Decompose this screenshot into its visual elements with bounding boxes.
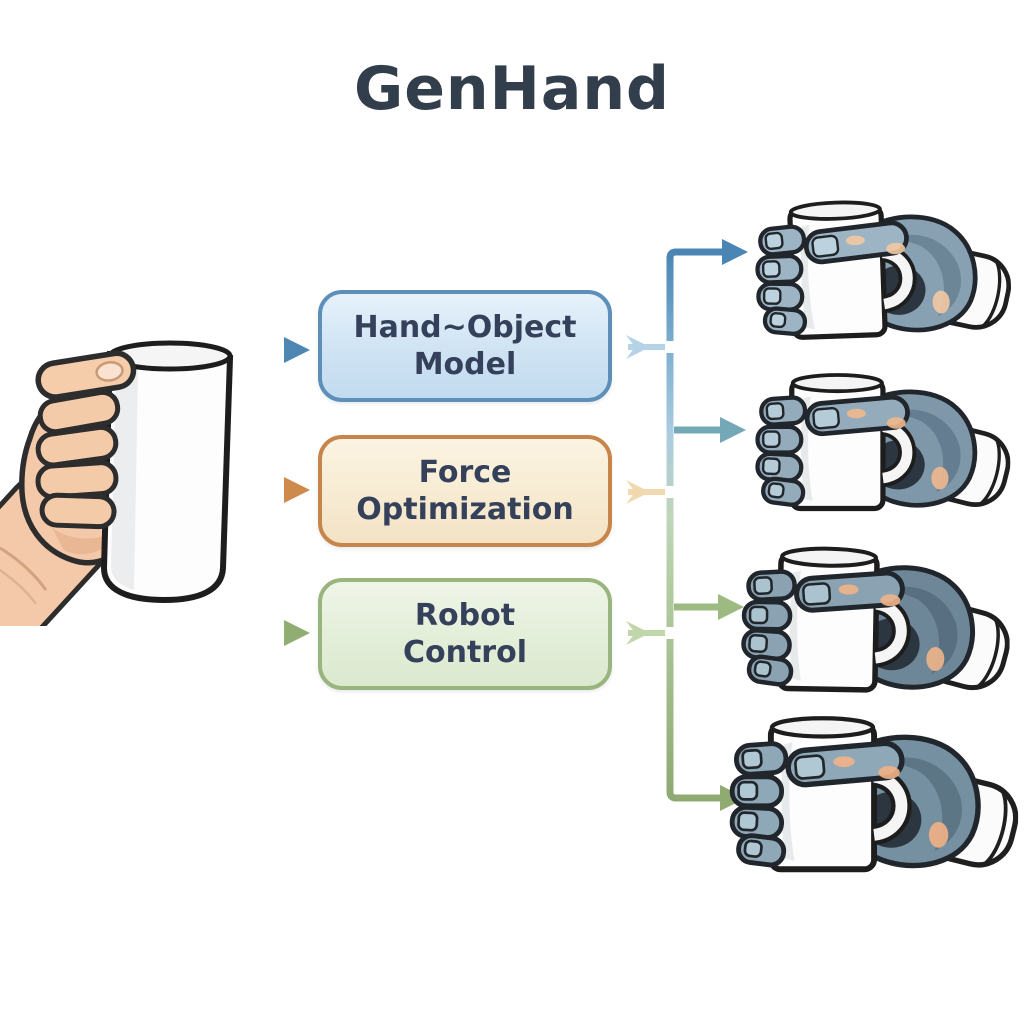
box-label-line: Model <box>413 347 517 382</box>
merge-arrow-green <box>626 621 665 645</box>
input-human-hand-mug <box>0 328 244 626</box>
box-label-line: Force <box>418 454 512 490</box>
box-label-line: Hand~Object <box>353 309 577 345</box>
output-grasp-3 <box>736 538 1015 703</box>
input-arrow-green <box>162 620 310 646</box>
branch-arrow-1 <box>676 239 748 265</box>
box-label-line: Optimization <box>356 492 574 527</box>
output-grasp-1 <box>747 187 1016 348</box>
box-hand-object-model: Hand~Object Model <box>318 290 612 402</box>
merge-arrow-blue <box>626 335 665 359</box>
page-title: GenHand <box>353 54 671 124</box>
box-force-optimization: Force Optimization <box>318 435 612 547</box>
box-label-line: Robot <box>414 597 516 633</box>
output-grasp-4 <box>727 708 1019 880</box>
box-robot-control: Robot Control <box>318 578 612 690</box>
branch-arrow-3 <box>674 594 744 620</box>
trunk-line <box>664 248 677 802</box>
output-grasp-2 <box>750 366 1014 518</box>
branch-arrow-2 <box>674 417 746 443</box>
merge-arrow-orange <box>626 480 665 504</box>
box-label-line: Control <box>402 635 527 670</box>
